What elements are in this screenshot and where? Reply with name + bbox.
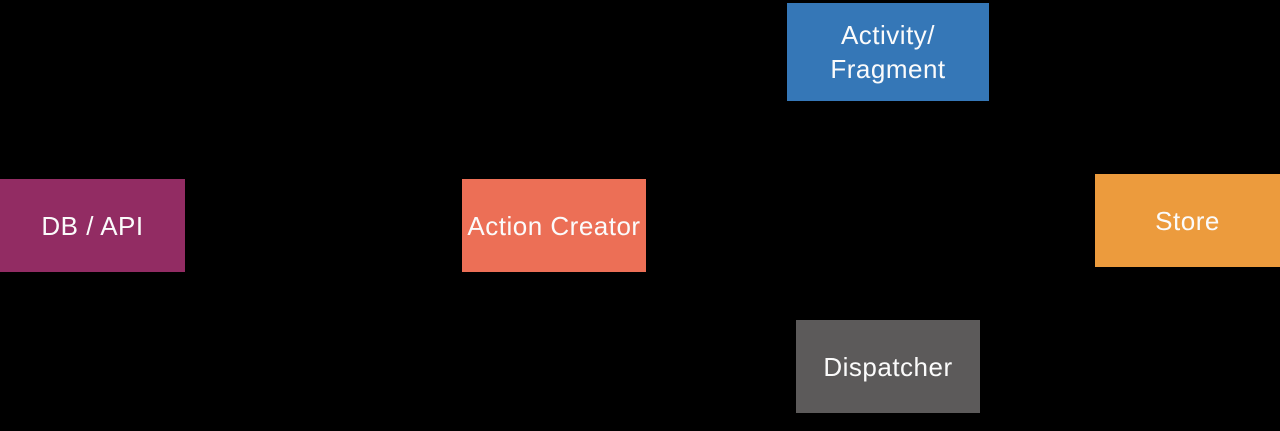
node-store: Store xyxy=(1095,174,1280,267)
node-label: Fragment xyxy=(830,54,946,84)
node-label: DB / API xyxy=(41,210,144,241)
node-activity-fragment: Activity/ Fragment xyxy=(787,3,989,101)
node-dispatcher: Dispatcher xyxy=(796,320,980,413)
node-action-creator: Action Creator xyxy=(462,179,646,272)
node-label: Activity/ xyxy=(840,20,936,50)
node-db-api: DB / API xyxy=(0,179,185,272)
node-label: Action Creator xyxy=(467,210,641,241)
node-label: Store xyxy=(1155,205,1220,236)
node-label: Dispatcher xyxy=(823,351,953,382)
